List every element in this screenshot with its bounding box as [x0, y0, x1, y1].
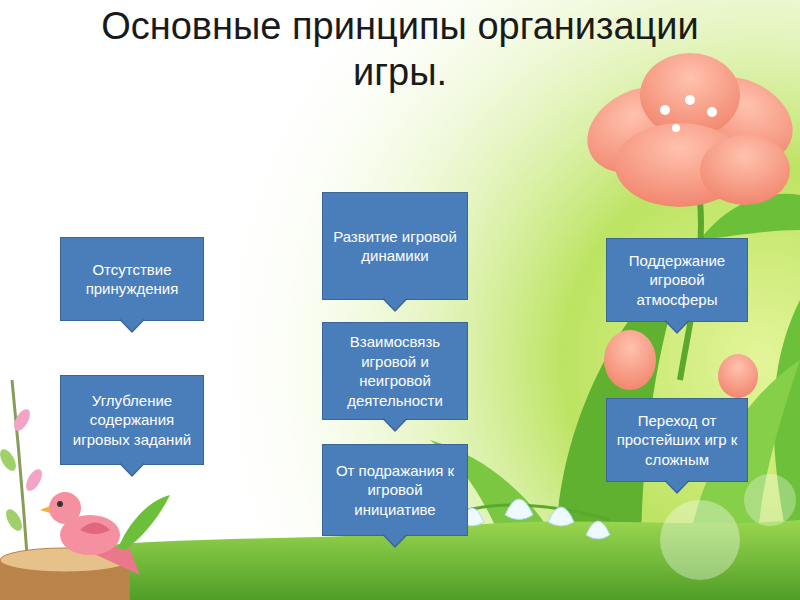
small-leaf	[3, 507, 25, 534]
bell	[586, 521, 610, 539]
callout-box: Поддержание игровой атмосферы	[606, 238, 748, 322]
light-bubble	[744, 474, 796, 526]
light-bubble	[660, 500, 740, 580]
callout-box: Взаимосвязь игровой и неигровой деятельн…	[322, 322, 468, 420]
big-flower	[573, 53, 800, 380]
callout-pointer	[120, 319, 144, 333]
pointer-edge	[383, 534, 407, 547]
box-text: Поддержание игровой атмосферы	[613, 251, 741, 310]
pointer-fill	[383, 534, 407, 547]
bud	[604, 330, 656, 390]
pointer-edge	[383, 298, 407, 311]
callout-box: Переход от простейших игр к сложным	[606, 398, 748, 482]
small-leaf	[11, 407, 33, 434]
stump-with-bird	[0, 492, 170, 600]
callout-box: От подражания к игровой инициативе	[322, 444, 468, 536]
slide-title: Основные принципы организации игры.	[70, 4, 730, 95]
lily-of-the-valley	[440, 474, 796, 580]
callout-box: Развитие игровой динамики	[322, 192, 468, 300]
pointer-edge	[120, 319, 144, 332]
callout-pointer	[665, 320, 689, 334]
leaf	[118, 495, 170, 550]
box-text: Отсутствие принуждения	[67, 260, 197, 299]
flower-bud	[604, 330, 758, 398]
bird-head	[49, 492, 81, 524]
box-text: Углубление содержания игровых заданий	[67, 391, 197, 450]
stamen-dot	[672, 124, 680, 132]
stamen-dot	[707, 107, 717, 117]
pointer-edge	[665, 480, 689, 493]
bell	[548, 507, 574, 526]
bud	[718, 354, 758, 398]
pointer-edge	[665, 320, 689, 333]
pointer-fill	[383, 298, 407, 311]
callout-pointer	[665, 480, 689, 494]
callout-pointer	[383, 298, 407, 312]
pointer-edge	[383, 418, 407, 431]
pointer-fill	[383, 418, 407, 431]
box-text: Взаимосвязь игровой и неигровой деятельн…	[329, 332, 461, 410]
bird-eye	[57, 501, 63, 507]
pointer-edge	[120, 463, 144, 476]
callout-box: Отсутствие принуждения	[60, 237, 204, 321]
bird-beak	[40, 506, 50, 513]
small-leaf	[23, 467, 45, 494]
pointer-fill	[665, 480, 689, 493]
bird-wing	[80, 523, 110, 535]
stamen-dot	[660, 105, 670, 115]
callout-box: Углубление содержания игровых заданий	[60, 375, 204, 465]
box-text: Развитие игровой динамики	[329, 227, 461, 266]
box-text: Переход от простейших игр к сложным	[613, 411, 741, 470]
bell	[505, 499, 533, 520]
petal	[700, 135, 790, 205]
pointer-fill	[120, 319, 144, 332]
stamen-dot	[685, 95, 695, 105]
box-text: От подражания к игровой инициативе	[329, 461, 461, 520]
pointer-fill	[120, 463, 144, 476]
pointer-fill	[665, 320, 689, 333]
small-leaf	[0, 447, 19, 474]
callout-pointer	[383, 418, 407, 432]
callout-pointer	[383, 534, 407, 548]
callout-pointer	[120, 463, 144, 477]
